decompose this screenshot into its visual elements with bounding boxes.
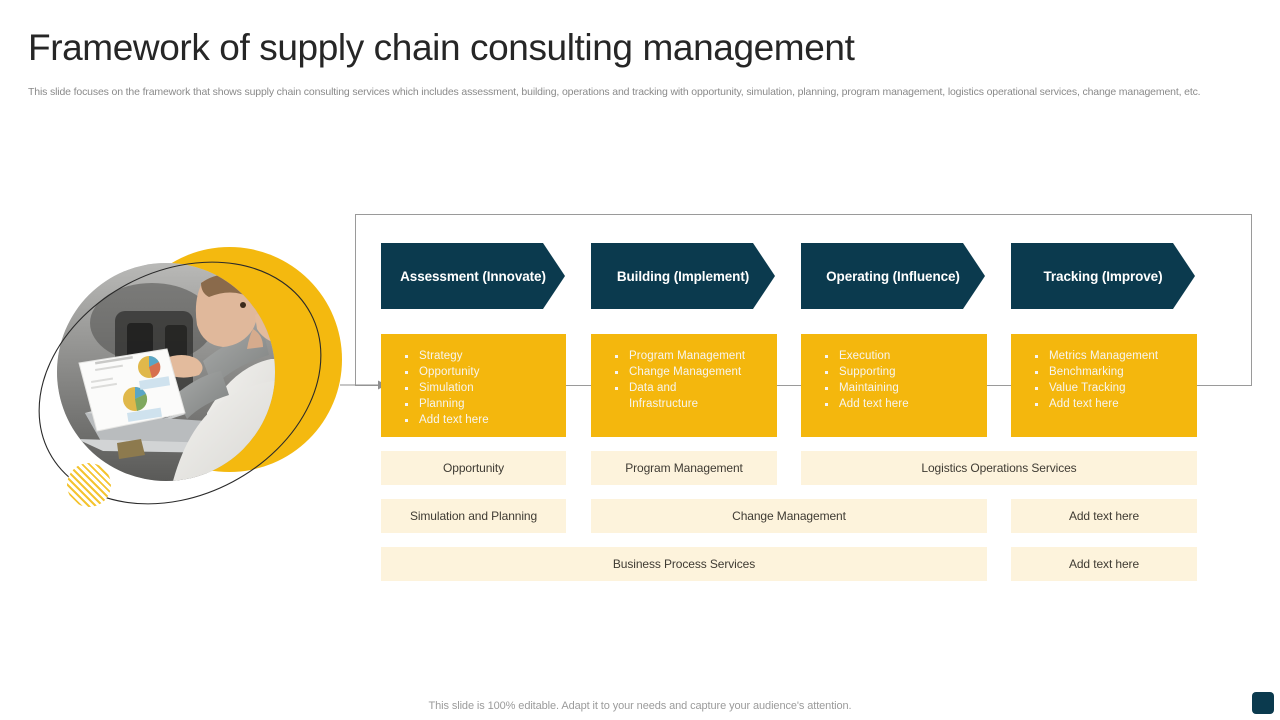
bullet-item: Benchmarking xyxy=(1033,364,1187,380)
stage-chevron-operating[interactable]: Operating (Influence) xyxy=(801,243,985,309)
service-cell-label: Change Management xyxy=(732,509,846,523)
service-cell[interactable]: Simulation and Planning xyxy=(381,499,566,533)
bullet-item: Execution xyxy=(823,348,977,364)
stage-chevron-building[interactable]: Building (Implement) xyxy=(591,243,775,309)
page-subtitle: This slide focuses on the framework that… xyxy=(28,86,1201,98)
service-cell[interactable]: Add text here xyxy=(1011,499,1197,533)
bullet-item-continuation: Infrastructure xyxy=(629,398,699,410)
bullet-item: Add text here xyxy=(403,412,556,428)
stage-chevron-label: Building (Implement) xyxy=(616,268,750,284)
footer-note: This slide is 100% editable. Adapt it to… xyxy=(428,700,852,712)
service-cell-label: Add text here xyxy=(1068,557,1140,571)
service-cell[interactable]: Change Management xyxy=(591,499,987,533)
stage-chevron-label: Assessment (Innovate) xyxy=(400,268,546,284)
stage-bullets-tracking: Metrics Management Benchmarking Value Tr… xyxy=(1011,334,1197,437)
service-cell[interactable]: Opportunity xyxy=(381,451,566,485)
bullet-item: Metrics Management xyxy=(1033,348,1187,364)
service-cell-label: Program Management xyxy=(625,461,743,475)
stage-bullets-assessment: Strategy Opportunity Simulation Planning… xyxy=(381,334,566,437)
service-cell[interactable]: Add text here xyxy=(1011,547,1197,581)
stage-chevron-tracking[interactable]: Tracking (Improve) xyxy=(1011,243,1195,309)
corner-badge[interactable] xyxy=(1252,692,1274,714)
stage-chevron-assessment[interactable]: Assessment (Innovate) xyxy=(381,243,565,309)
stage-chevron-label: Operating (Influence) xyxy=(826,268,960,284)
service-cell-label: Opportunity xyxy=(443,461,504,475)
service-cell[interactable]: Logistics Operations Services xyxy=(801,451,1197,485)
bullet-item: Strategy xyxy=(403,348,556,364)
stage-bullets-building: Program Management Change Management Dat… xyxy=(591,334,777,437)
bullet-item: Add text here xyxy=(1033,396,1187,412)
hatched-circle xyxy=(67,463,111,507)
service-cell-label: Business Process Services xyxy=(612,557,756,571)
bullet-item: Simulation xyxy=(403,380,556,396)
bullet-item: Maintaining xyxy=(823,380,977,396)
service-cell-label: Add text here xyxy=(1068,509,1140,523)
stage-bullets-operating: Execution Supporting Maintaining Add tex… xyxy=(801,334,987,437)
service-cell[interactable]: Program Management xyxy=(591,451,777,485)
bullet-item: Program Management xyxy=(613,348,767,364)
service-cell-label: Simulation and Planning xyxy=(409,509,538,523)
bullet-item: Supporting xyxy=(823,364,977,380)
service-cell-label: Logistics Operations Services xyxy=(921,461,1077,475)
bullet-item: Planning xyxy=(403,396,556,412)
bullet-item: Change Management xyxy=(613,364,767,380)
bullet-item: Value Tracking xyxy=(1033,380,1187,396)
bullet-item: Data and xyxy=(613,380,767,396)
service-cell[interactable]: Business Process Services xyxy=(381,547,987,581)
bullet-item: Opportunity xyxy=(403,364,556,380)
stage-chevron-label: Tracking (Improve) xyxy=(1043,268,1163,284)
consultant-photo xyxy=(57,263,275,481)
left-graphic xyxy=(25,235,355,540)
page-title: Framework of supply chain consulting man… xyxy=(28,27,855,68)
bullet-item: Add text here xyxy=(823,396,977,412)
